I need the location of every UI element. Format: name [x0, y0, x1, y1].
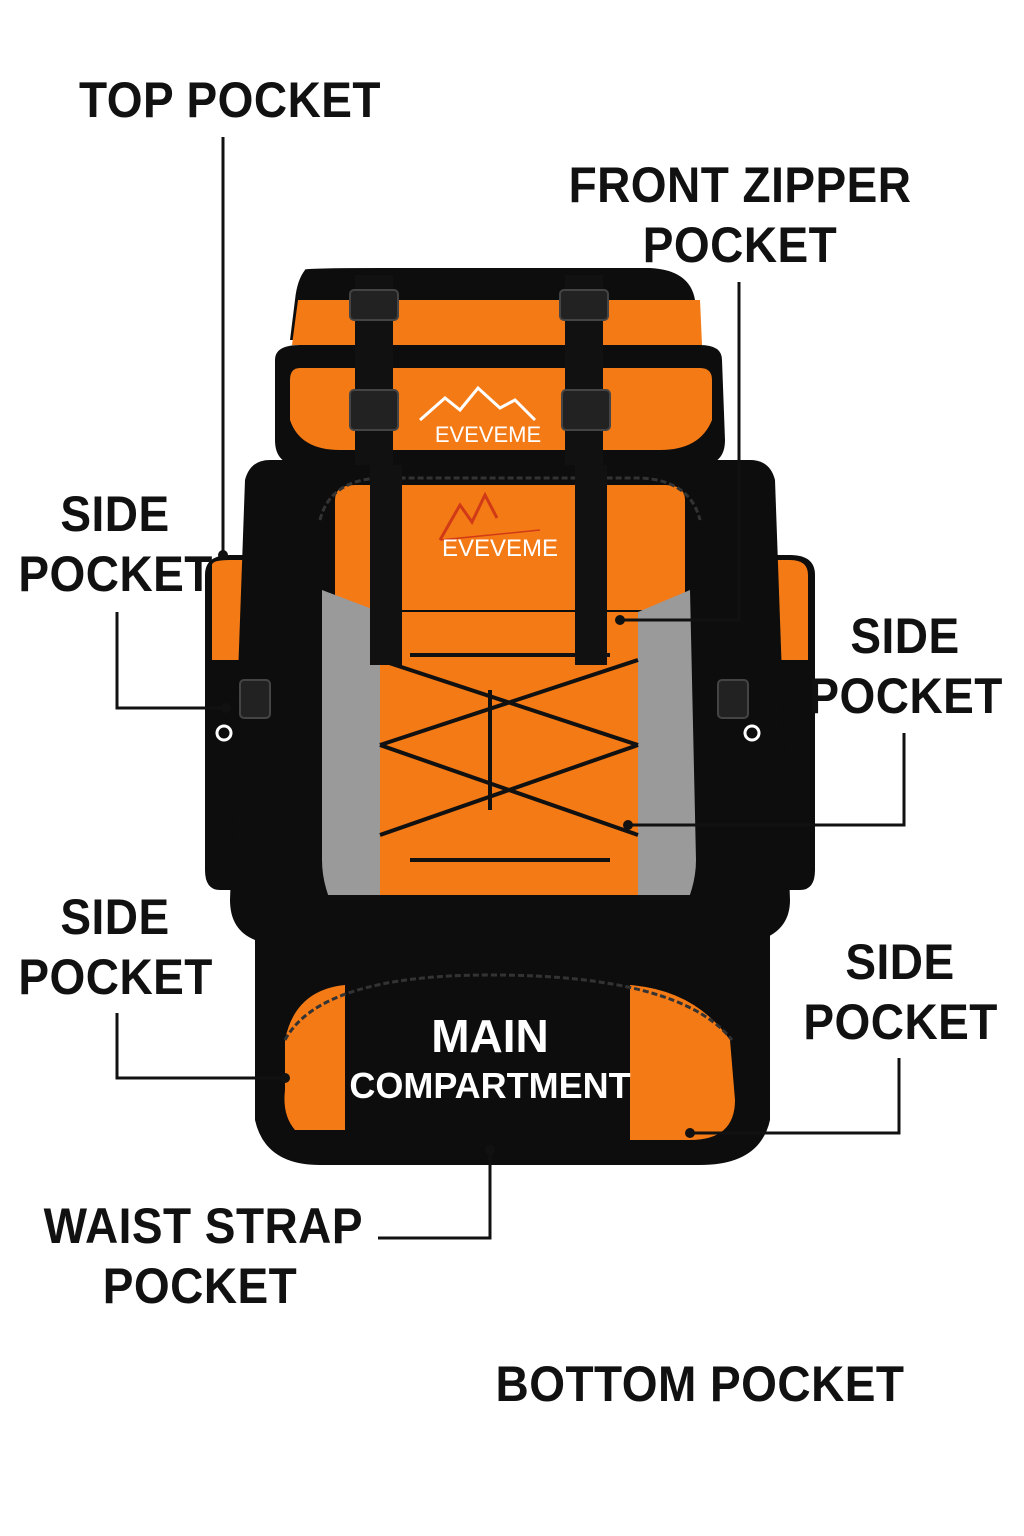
callout-side-pocket-upper-left: SIDE POCKET [18, 484, 213, 604]
callout-side-lower-left-line2: POCKET [18, 949, 213, 1005]
backpack: EVEVEME EVEVEME [205, 268, 815, 1165]
callout-side-upper-right-line1: SIDE [850, 608, 960, 664]
callout-side-lower-left-line1: SIDE [60, 889, 170, 945]
callout-side-pocket-lower-left: SIDE POCKET [18, 887, 213, 1007]
bottom-zipper [283, 973, 734, 1041]
callout-front-zipper-pocket: FRONT ZIPPER POCKET [556, 155, 924, 275]
leader-side-pocket-lower-right [690, 1058, 901, 1135]
right-mesh-panel [638, 590, 696, 900]
callout-waist-strap-line2: POCKET [102, 1258, 298, 1314]
leader-side-pocket-lower-left [115, 1013, 285, 1080]
left-mesh-panel [322, 590, 380, 900]
callout-front-zipper-line1: FRONT ZIPPER [568, 157, 912, 213]
front-logo-mountain-icon [438, 491, 541, 541]
side-grommets [215, 724, 761, 742]
callout-side-lower-right-line2: POCKET [803, 994, 998, 1050]
leader-side-pocket-upper-left [115, 612, 226, 710]
callout-waist-strap-line1: WAIST STRAP [43, 1198, 364, 1254]
callout-side-upper-left-line1: SIDE [60, 486, 170, 542]
leader-side-pocket-upper-right [628, 733, 906, 827]
lid-logo-text: EVEVEME [435, 422, 541, 447]
front-zipper-line [318, 476, 702, 521]
callout-bottom-pocket: BOTTOM POCKET [488, 1354, 911, 1414]
leader-front-zipper-pocket [620, 282, 741, 622]
callout-side-pocket-upper-right: SIDE POCKET [808, 606, 1003, 726]
main-compartment-line1: MAIN [431, 1010, 549, 1062]
callout-waist-strap-pocket: WAIST STRAP POCKET [43, 1196, 364, 1316]
front-logo-text: EVEVEME [442, 535, 558, 562]
callout-side-lower-right-line1: SIDE [845, 934, 955, 990]
main-compartment-line2: COMPARTMENT [349, 1065, 631, 1106]
bottom-orange-right [630, 985, 735, 1140]
callout-top-pocket-text: TOP POCKET [79, 72, 381, 128]
callout-side-upper-right-line2: POCKET [808, 668, 1003, 724]
callout-bottom-pocket-text: BOTTOM POCKET [495, 1356, 905, 1412]
callout-side-pocket-lower-right: SIDE POCKET [803, 932, 998, 1052]
leader-waist-strap-pocket [378, 1150, 492, 1240]
leader-dots [218, 550, 695, 1155]
lid-logo-mountain-icon [419, 385, 537, 422]
callout-side-upper-left-line2: POCKET [18, 546, 213, 602]
callout-main-compartment: MAIN COMPARTMENT [340, 1010, 640, 1110]
callout-front-zipper-line2: POCKET [642, 217, 838, 273]
callout-top-pocket: TOP POCKET [74, 70, 387, 130]
leader-lines [115, 137, 906, 1240]
